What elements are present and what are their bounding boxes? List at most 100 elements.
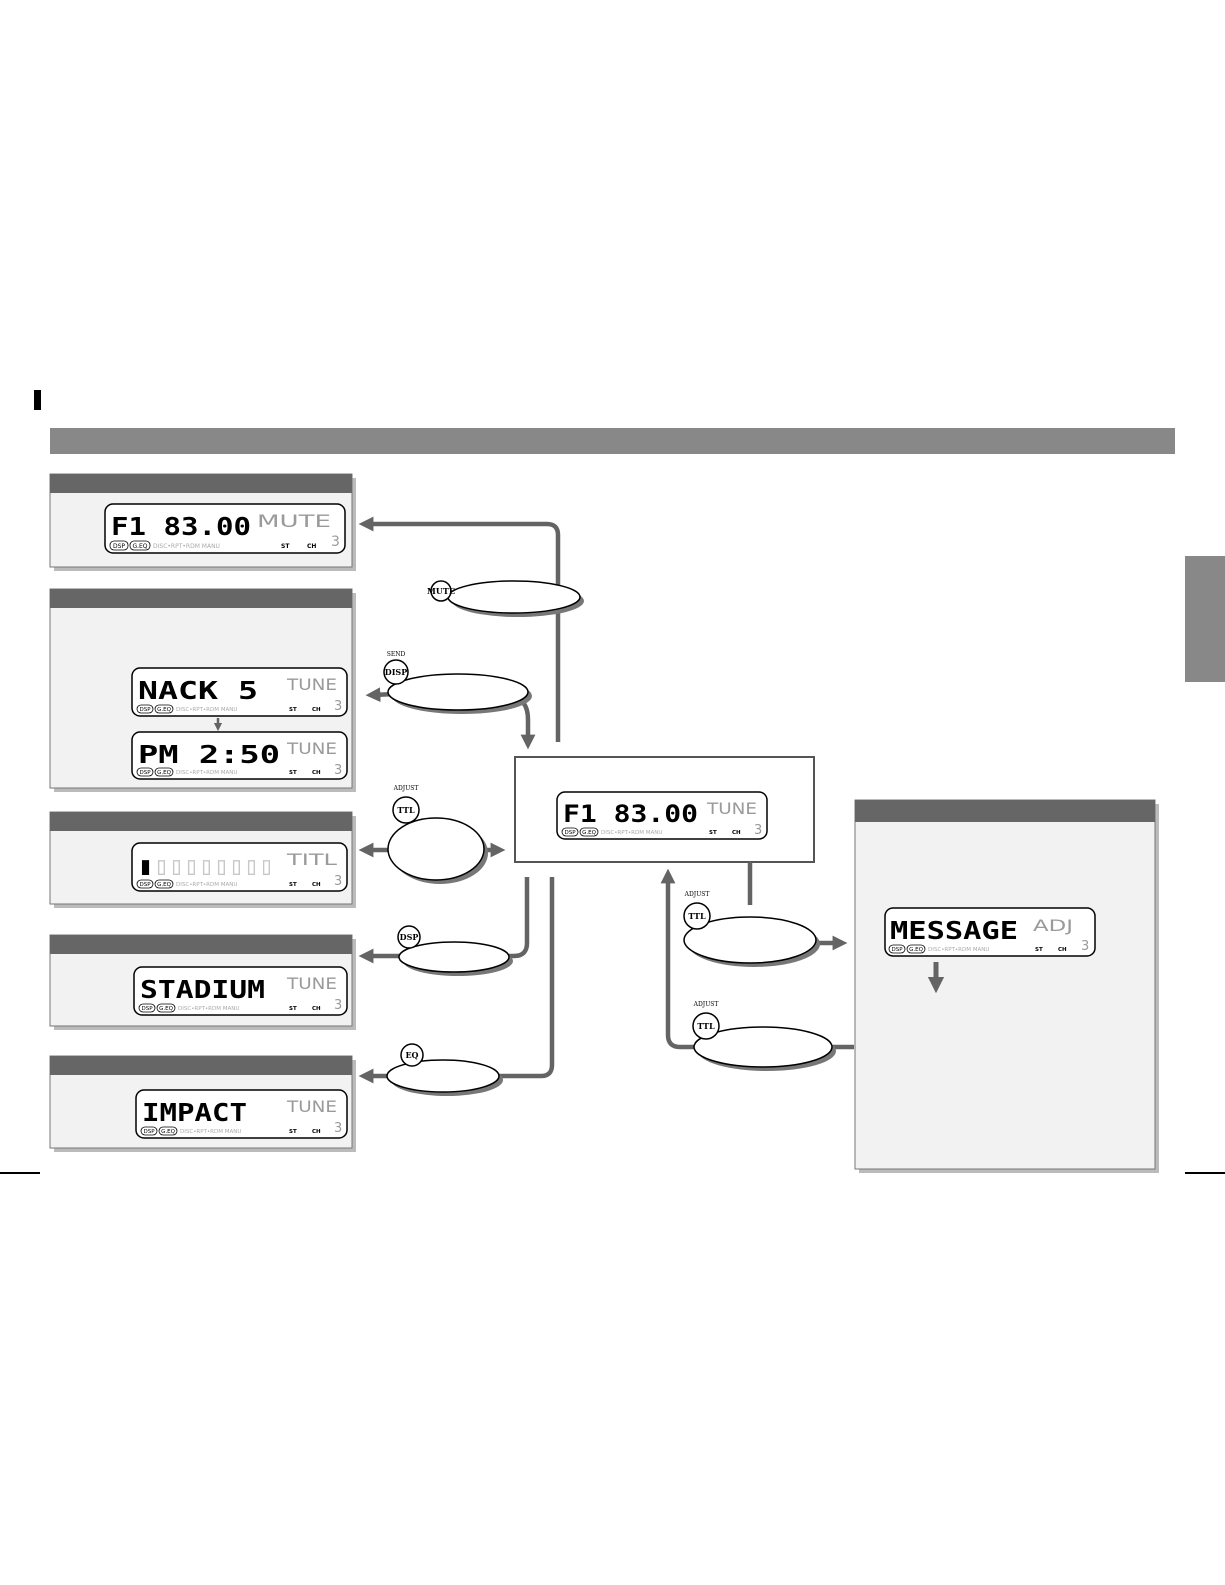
lcd-ch-label: CH (307, 543, 316, 550)
dsp-button-label: DSP (400, 932, 419, 942)
lcd-display-eq: IMPACT TUNE 3 DSP G.EQ DISC•RPT•RDM MANU… (135, 1089, 348, 1139)
lcd-ch-label: CH (732, 830, 741, 836)
lcd-geq-badge-label: G.EQ (157, 770, 171, 776)
lcd-channel-number: 3 (331, 534, 340, 550)
lcd-indicators: DISC•RPT•RDM MANU (176, 882, 237, 888)
lcd-stereo-indicator: ST (289, 770, 297, 776)
lcd-main-text: MESSAGE (890, 916, 1018, 945)
lcd-dsp-badge-label: DSP (143, 1129, 155, 1135)
lcd-geq-badge (158, 1126, 178, 1136)
lcd-ch-label: CH (312, 1129, 321, 1135)
arrow-to-dsp-panel (358, 877, 530, 964)
lcd-channel-number: 3 (334, 763, 342, 778)
lcd-geq-badge (154, 767, 174, 777)
lcd-frame (131, 667, 348, 717)
lcd-geq-badge-label: G.EQ (582, 830, 596, 836)
lcd-channel-number: 3 (334, 699, 342, 714)
lcd-geq-badge-label: G.EQ (132, 543, 147, 550)
lcd-ch-label: CH (312, 770, 321, 776)
lcd-geq-badge (579, 827, 599, 837)
lcd-frame (133, 966, 348, 1016)
lcd-ch-label: CH (312, 1006, 321, 1012)
lcd-display-message: MESSAGE ADJ 3 DSP G.EQ DISC•RPT•RDM MANU… (884, 907, 1096, 957)
panel-disp: NACK 5 TUNE 3 DSP G.EQ DISC•RPT•RDM MANU… (49, 588, 356, 792)
lcd-mode-text: TUNE (286, 739, 337, 758)
lcd-channel-number: 3 (334, 998, 342, 1013)
ttl-right-1-button-group[interactable]: ADJUST TTL (683, 891, 820, 967)
arrow-disp-to-center (518, 698, 536, 750)
lcd-geq-badge-label: G.EQ (909, 947, 923, 953)
ttl-right-2-button-group[interactable]: ADJUST TTL (692, 1001, 836, 1071)
lcd-geq-badge-label: G.EQ (161, 1129, 175, 1135)
lcd-mode-text: TUNE (706, 799, 757, 818)
lcd-frame (104, 503, 346, 554)
section-header-bar (50, 428, 1175, 454)
lcd-mode-text: TUNE (286, 675, 337, 694)
lcd-geq-badge (154, 879, 174, 889)
lcd-channel-number: 3 (1081, 939, 1089, 954)
lcd-channel-number: 3 (334, 1121, 342, 1136)
ttl-right-1-button-label: TTL (688, 911, 706, 921)
lcd-geq-badge (906, 944, 926, 954)
lcd-indicators: DISC•RPT•RDM MANU (928, 947, 989, 953)
lcd-dsp-badge (136, 879, 154, 889)
lcd-dsp-badge (140, 1126, 158, 1136)
lcd-main-text: NACK 5 (138, 676, 258, 705)
lcd-dsp-badge-label: DSP (113, 543, 125, 550)
lcd-ch-label: CH (312, 882, 321, 888)
lcd-dsp-badge (138, 1003, 156, 1013)
lcd-display-dsp: STADIUM TUNE 3 DSP G.EQ DISC•RPT•RDM MAN… (133, 966, 348, 1016)
lcd-dsp-badge-label: DSP (139, 770, 151, 776)
lcd-indicators: DISC•RPT•RDM MANU (180, 1129, 241, 1135)
lcd-main-text: STADIUM (140, 975, 265, 1004)
lcd-indicators: DISC•RPT•RDM MANU (601, 830, 662, 836)
lcd-stereo-indicator: ST (281, 543, 290, 550)
eq-button-group[interactable]: EQ (386, 1043, 503, 1096)
lcd-display-disp-2: PM 2:50 TUNE 3 DSP G.EQ DISC•RPT•RDM MAN… (131, 731, 348, 780)
panel-ttl: ▮ ▯▯▯▯▯▯▯▯ TITL 3 DSP G.EQ DISC•RPT•RDM … (49, 811, 356, 908)
lcd-dsp-badge (888, 944, 906, 954)
mute-button-group[interactable]: MUTE (427, 580, 584, 617)
disp-button-group[interactable]: SEND DISP (383, 651, 532, 714)
lcd-main-text: F1 83.00 (563, 800, 698, 828)
lcd-stereo-indicator: ST (289, 707, 297, 713)
lcd-dsp-badge-label: DSP (891, 947, 903, 953)
ttl-left-button-group[interactable]: ADJUST TTL (387, 785, 488, 884)
lcd-geq-badge-label: G.EQ (157, 707, 171, 713)
ttl-right-2-button-caption: ADJUST (693, 1001, 719, 1008)
lcd-dsp-badge (136, 767, 154, 777)
lcd-display-center: F1 83.00 TUNE 3 DSP G.EQ DISC•RPT•RDM MA… (556, 791, 768, 840)
ttl-right-1-button-caption: ADJUST (684, 891, 710, 898)
lcd-main-text: ▮ (138, 851, 153, 880)
lcd-frame (131, 842, 348, 892)
lcd-mode-text: ADJ (1033, 916, 1073, 935)
lcd-dsp-badge-label: DSP (139, 707, 151, 713)
ttl-left-button-label: TTL (397, 805, 415, 815)
panel-mute: F1 83.00 MUTE 3 DSP G.EQ DISC•RPT•RDM MA… (49, 473, 356, 571)
arrow-to-mute-panel (358, 516, 561, 742)
eq-button-label: EQ (405, 1050, 418, 1060)
lcd-stereo-indicator: ST (289, 1006, 297, 1012)
lcd-frame (884, 907, 1096, 957)
side-tab (1185, 556, 1225, 682)
lcd-ch-label: CH (312, 707, 321, 713)
lcd-geq-badge (156, 1003, 176, 1013)
lcd-frame (556, 791, 768, 840)
lcd-stereo-indicator: ST (289, 1129, 297, 1135)
disp-button-label: DISP (385, 667, 407, 677)
lcd-empty-segments: ▯▯▯▯▯▯▯▯ (154, 851, 274, 880)
arrow-to-eq-panel (358, 877, 555, 1084)
lcd-geq-badge-label: G.EQ (157, 882, 171, 888)
disp-button-caption: SEND (387, 651, 406, 658)
lcd-main-text: IMPACT (142, 1098, 247, 1127)
lcd-dsp-badge-label: DSP (564, 830, 576, 836)
dsp-button-group[interactable]: DSP (397, 925, 513, 976)
lcd-frame (131, 731, 348, 780)
lcd-stereo-indicator: ST (1035, 947, 1043, 953)
ttl-right-2-button-label: TTL (697, 1021, 715, 1031)
lcd-display-ttl: ▮ ▯▯▯▯▯▯▯▯ TITL 3 DSP G.EQ DISC•RPT•RDM … (131, 842, 348, 892)
ttl-left-button-caption: ADJUST (393, 785, 419, 792)
lcd-geq-badge (129, 540, 151, 551)
lcd-mode-text: TITL (285, 850, 337, 869)
